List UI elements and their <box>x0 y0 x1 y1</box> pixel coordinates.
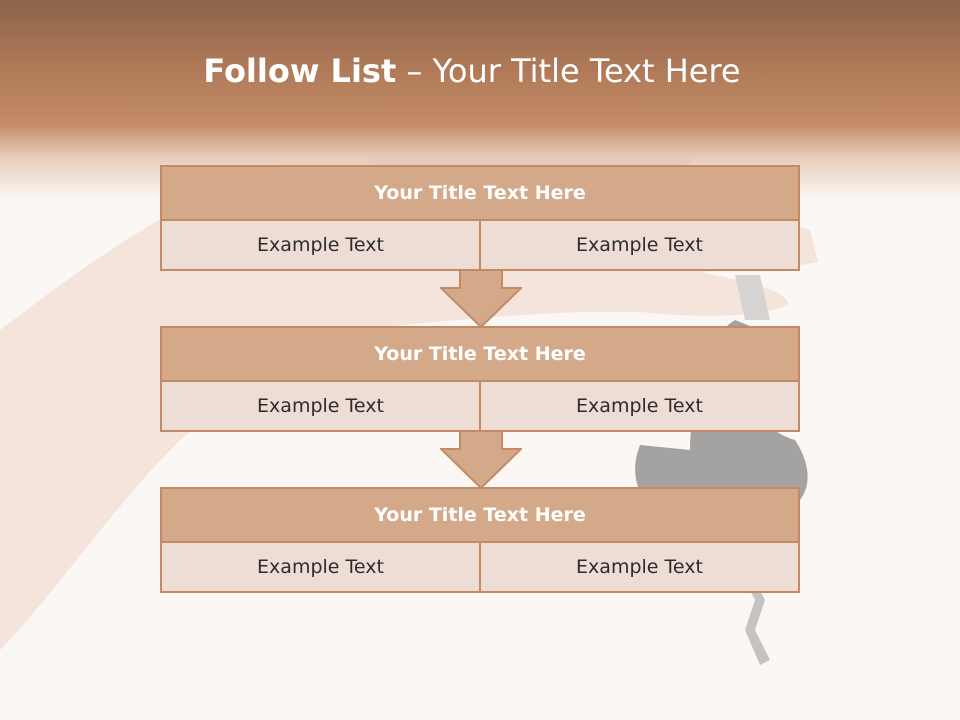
block-title: Your Title Text Here <box>160 487 800 543</box>
block-cell-right: Example Text <box>481 382 800 432</box>
block-cell-left: Example Text <box>160 543 481 593</box>
list-block-1: Your Title Text Here Example Text Exampl… <box>160 165 800 271</box>
block-title: Your Title Text Here <box>160 165 800 221</box>
slide-title-bold: Follow List <box>203 52 397 90</box>
down-arrow-icon <box>440 270 522 328</box>
slide-title: Follow List – Your Title Text Here <box>0 52 944 90</box>
block-row: Example Text Example Text <box>160 221 800 271</box>
slide-title-rest: – Your Title Text Here <box>396 52 741 90</box>
block-cell-left: Example Text <box>160 221 481 271</box>
list-block-3: Your Title Text Here Example Text Exampl… <box>160 487 800 593</box>
block-cell-left: Example Text <box>160 382 481 432</box>
block-cell-right: Example Text <box>481 221 800 271</box>
list-block-2: Your Title Text Here Example Text Exampl… <box>160 326 800 432</box>
block-row: Example Text Example Text <box>160 543 800 593</box>
down-arrow-icon <box>440 431 522 489</box>
block-row: Example Text Example Text <box>160 382 800 432</box>
block-title: Your Title Text Here <box>160 326 800 382</box>
block-cell-right: Example Text <box>481 543 800 593</box>
